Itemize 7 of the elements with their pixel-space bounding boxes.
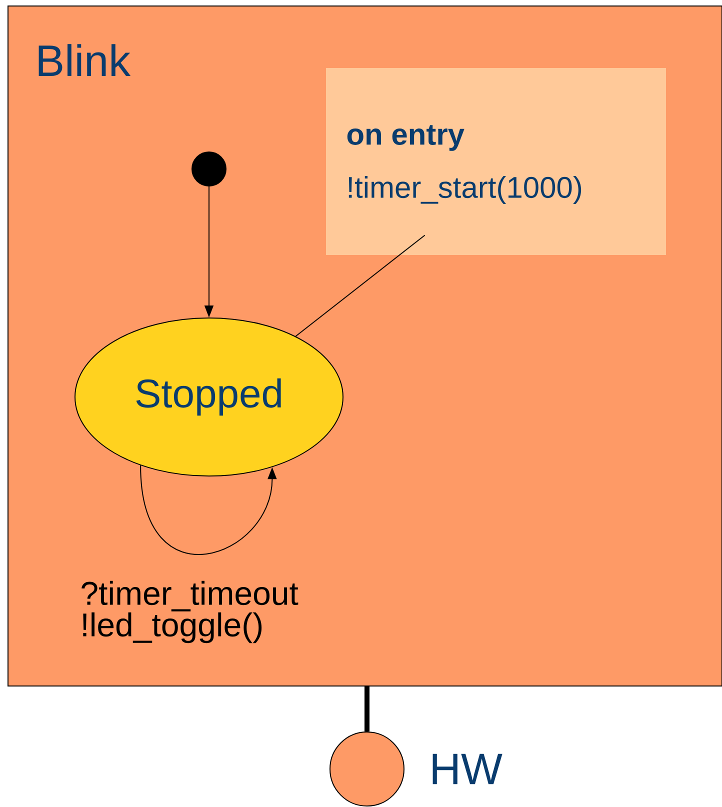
leader-line <box>294 234 426 338</box>
note-box: on entry !timer_start(1000) <box>326 68 666 255</box>
edge-label: ?timer_timeout !led_toggle() <box>82 580 298 644</box>
self-loop-arrow <box>140 464 277 555</box>
node-label: HW <box>432 754 502 784</box>
connector-line <box>364 686 370 732</box>
initial-state-dot <box>192 152 226 186</box>
